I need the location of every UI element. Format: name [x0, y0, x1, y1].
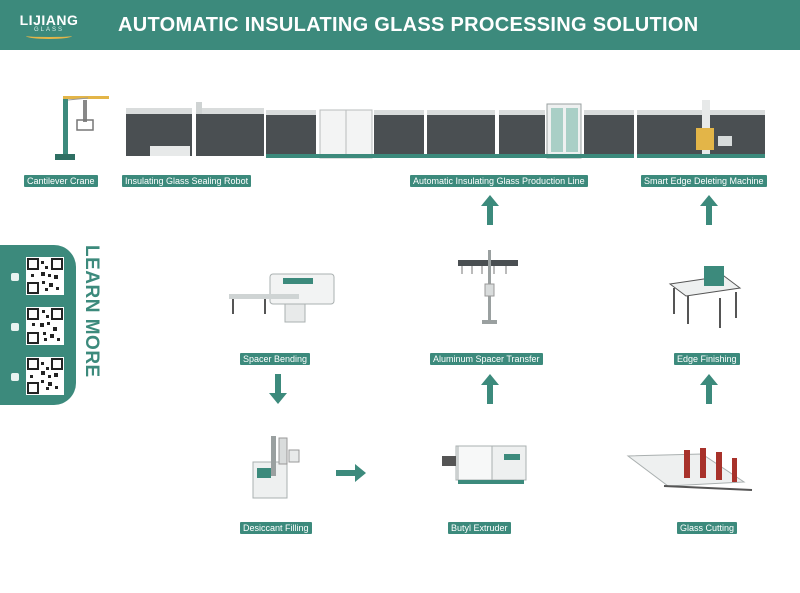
production-line-illustration [55, 96, 765, 160]
label-butyl-extruder: Butyl Extruder [448, 522, 511, 534]
logo-arc [26, 33, 72, 39]
header-bar: LIJIANG GLASS AUTOMATIC INSULATING GLASS… [0, 0, 800, 50]
spacer-bending-illustration [229, 273, 335, 323]
butyl-extruder-illustration [442, 445, 527, 484]
arrow-up-production-line [481, 195, 499, 225]
qr-code-wechat [26, 307, 64, 345]
logo-subtext: GLASS [33, 27, 64, 33]
label-edge-finishing: Edge Finishing [674, 353, 740, 365]
aluminum-spacer-transfer-illustration [458, 250, 518, 324]
label-aluminum-spacer-transfer: Aluminum Spacer Transfer [430, 353, 543, 365]
edge-finishing-illustration [668, 266, 742, 328]
wechat-icon[interactable] [11, 323, 19, 331]
sealing-robot-machine [126, 102, 264, 156]
qr-code-whatsapp [26, 357, 64, 395]
label-sealing-robot: Insulating Glass Sealing Robot [122, 175, 252, 187]
label-spacer-bending: Spacer Bending [240, 353, 311, 365]
arrow-up-edge-finishing [700, 374, 718, 404]
cantilever-crane-machine [55, 96, 109, 160]
whatsapp-icon[interactable] [11, 373, 19, 381]
desiccant-filling-illustration [252, 436, 300, 499]
arrow-right-desiccant-to-butyl [336, 464, 366, 482]
label-production-line: Automatic Insulating Glass Production Li… [410, 175, 588, 187]
label-cantilever-crane: Cantilever Crane [24, 175, 98, 187]
glass-cutting-illustration [626, 448, 753, 491]
facebook-icon[interactable] [11, 273, 19, 281]
qr-code-facebook [26, 257, 64, 295]
learn-more-text[interactable]: LEARN MORE [81, 245, 102, 378]
arrow-up-aluminum-transfer [481, 374, 499, 404]
arrow-up-edge-deleting [700, 195, 718, 225]
edge-deleting-machine [637, 100, 765, 158]
production-line-machine [266, 103, 634, 159]
arrow-down-spacer-bending [269, 374, 287, 404]
page-title: AUTOMATIC INSULATING GLASS PROCESSING SO… [118, 14, 699, 36]
social-side-panel [0, 245, 76, 405]
label-edge-deleting: Smart Edge Deleting Machine [641, 175, 767, 187]
label-desiccant-filling: Desiccant Filling [240, 522, 312, 534]
label-glass-cutting: Glass Cutting [677, 522, 738, 534]
logo-text: LIJIANG [19, 12, 79, 28]
brand-logo[interactable]: LIJIANG GLASS [18, 8, 80, 42]
